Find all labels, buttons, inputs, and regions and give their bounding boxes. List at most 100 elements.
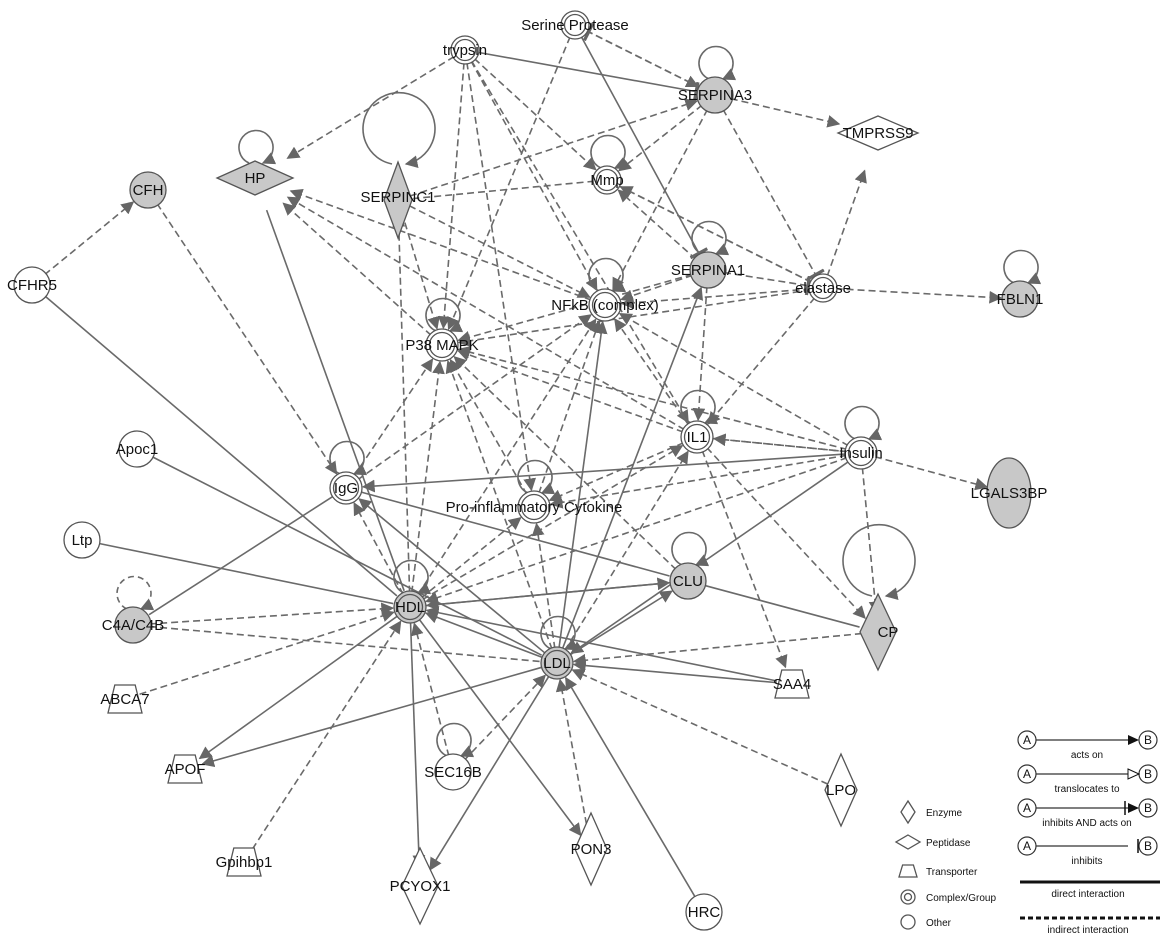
legend-shape-peptidase: Peptidase [894, 834, 971, 850]
edge-elastase-to-il1 [707, 297, 816, 425]
node-label: Insulin [839, 445, 882, 462]
edge-insulin-to-cp [861, 467, 882, 615]
edge-nfkb-to-hp [289, 188, 592, 301]
node-trypsin[interactable]: trypsin [443, 35, 487, 65]
enzyme-diamond-legend [900, 799, 916, 825]
edge-igg-to-p38 [353, 358, 434, 477]
edge-hdl-to-pon3 [417, 618, 582, 837]
edge-il1-to-proinflam [548, 441, 685, 502]
edge-igg-to-clu [359, 491, 670, 577]
self-loop-ldl [540, 615, 579, 651]
node-cp[interactable]: CP [859, 592, 898, 672]
node-insulin[interactable]: Insulin [839, 436, 883, 470]
edge-ldl-to-nfkb [558, 320, 608, 649]
node-cfhr5[interactable]: CFHR5 [7, 266, 57, 304]
edge-proinflam-to-nfkb [538, 320, 602, 494]
node-label: SERPINA1 [671, 262, 745, 279]
complex-inner-ring [847, 439, 875, 467]
edge-serine_protease-to-p38 [447, 36, 571, 331]
node-serpina1[interactable]: SERPINA1 [671, 251, 745, 289]
node-label: CFH [133, 182, 164, 199]
node-elastase[interactable]: elastase [795, 273, 851, 303]
edge-clu-to-p38 [453, 356, 677, 571]
node-label: CFHR5 [7, 277, 57, 294]
edge-saa4-to-hdl [425, 606, 778, 682]
complex-inner-ring [595, 168, 619, 192]
edge-insulin-to-igg [361, 453, 847, 493]
node-label: Ltp [72, 532, 93, 549]
edge-clu-to-cp [703, 584, 860, 628]
circle-shape [1001, 280, 1039, 318]
legend-node-b [1138, 836, 1158, 856]
node-label: Apoc1 [116, 441, 159, 458]
node-lgals3bp[interactable]: LGALS3BP [971, 457, 1048, 529]
self-loop-serpina1 [691, 220, 730, 256]
complex-inner-ring [811, 276, 835, 300]
node-apof[interactable]: APOF [165, 754, 206, 784]
complex-inner-ring [428, 331, 456, 359]
node-p38[interactable]: P38 MAPK [405, 328, 479, 362]
node-apoc1[interactable]: Apoc1 [116, 430, 159, 468]
edge-hdl-to-igg [353, 502, 404, 595]
legend-relation-label: inhibits [1071, 856, 1102, 867]
self-loop-hdl [393, 559, 432, 595]
transporter-trapezoid [167, 754, 203, 784]
circle-shape [434, 753, 472, 791]
edge-elastase-to-mmp [619, 186, 813, 284]
node-igg[interactable]: IgG [329, 471, 363, 505]
edge-ldl-to-proinflam [531, 522, 556, 649]
edge-serpina3-to-mmp [618, 104, 703, 172]
edges-layer [43, 22, 1003, 899]
edge-insulin-to-ldl [570, 460, 850, 654]
node-fbln1[interactable]: FBLN1 [997, 280, 1044, 318]
legend-shape-transporter: Transporter [898, 864, 978, 878]
node-serpinc1[interactable]: SERPINC1 [360, 160, 436, 240]
transporter-trapezoid [774, 669, 810, 699]
node-abca7[interactable]: ABCA7 [100, 684, 150, 714]
edge-proinflam-to-p38 [449, 358, 528, 495]
self-loop-cp [842, 523, 916, 601]
enzyme-diamond [574, 811, 608, 887]
node-ldl[interactable]: LDL [540, 646, 574, 680]
legend-arrowhead [1128, 735, 1139, 745]
edge-serpina1-to-elastase [723, 271, 811, 296]
edge-il1-to-p38 [456, 348, 684, 433]
edge-sec16b-to-ldl [463, 674, 547, 761]
node-saa4[interactable]: SAA4 [773, 669, 811, 699]
edge-il1-to-cp [706, 447, 866, 619]
node-hrc[interactable]: HRC [685, 893, 723, 931]
node-proinflam[interactable]: Pro-inflammatory Cytokine [446, 490, 623, 524]
legend-open-arrowhead [1127, 768, 1141, 780]
node-pcyox1[interactable]: PCYOX1 [390, 846, 451, 926]
node-c4a[interactable]: C4A/C4B [102, 606, 165, 644]
node-pon3[interactable]: PON3 [571, 811, 612, 887]
node-serpina3[interactable]: SERPINA3 [678, 76, 752, 114]
node-lpo[interactable]: LPO [824, 752, 858, 828]
legend-line-label: indirect interaction [1047, 925, 1128, 936]
node-clu[interactable]: CLU [669, 562, 707, 600]
node-sec16b[interactable]: SEC16B [424, 753, 482, 791]
node-label: P38 MAPK [405, 337, 478, 354]
legend-shape-label: Complex/Group [926, 893, 996, 904]
legend-node-a-letter: A [1023, 801, 1031, 815]
node-serine_protease[interactable]: Serine Protease [521, 10, 629, 40]
node-hdl[interactable]: HDL [393, 590, 427, 624]
node-gpihbp1[interactable]: Gpihbp1 [216, 847, 273, 877]
node-il1[interactable]: IL1 [680, 420, 714, 454]
node-tmprss9[interactable]: TMPRSS9 [836, 115, 920, 151]
legend-shape-enzyme: Enzyme [900, 799, 963, 825]
edge-hdl-to-apof [198, 614, 399, 760]
enzyme-diamond [859, 592, 897, 672]
node-cfh[interactable]: CFH [129, 171, 167, 209]
node-ltp[interactable]: Ltp [63, 521, 101, 559]
circle-shape-legend [900, 914, 916, 930]
edge-serpina1-to-mmp [617, 189, 697, 260]
self-loop-mmp [590, 134, 629, 170]
node-mmp[interactable]: Mmp [590, 165, 624, 195]
node-hp[interactable]: HP [215, 160, 295, 196]
node-nfkb[interactable]: NFkB (complex) [551, 288, 659, 322]
legend-shape-label: Enzyme [926, 808, 963, 819]
edge-cfhr5-to-hdl [43, 294, 398, 597]
